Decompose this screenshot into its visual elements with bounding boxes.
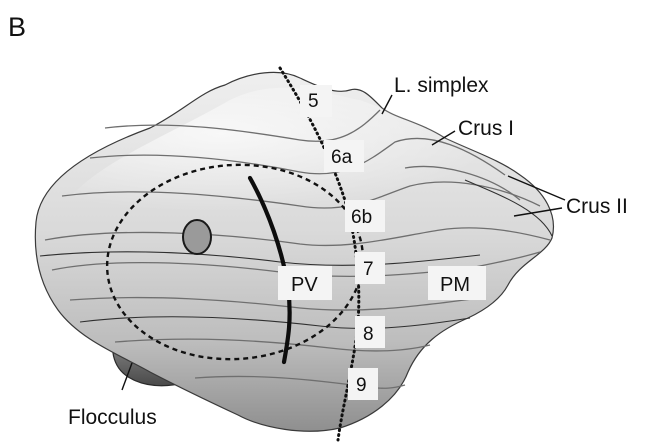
crus2-label: Crus II (566, 195, 628, 218)
lobule-6a-label: 6a (331, 147, 353, 168)
simplex-label: L. simplex (394, 74, 489, 97)
lobule-5-label: 5 (308, 91, 319, 112)
lobule-6b-label: 6b (351, 207, 372, 228)
lobule-8-label: 8 (363, 324, 374, 345)
lobule-9-label: 9 (356, 375, 367, 396)
recording-site-marker (183, 220, 211, 254)
flocculus-label: Flocculus (68, 406, 157, 429)
pv-label: PV (291, 274, 318, 296)
pm-label: PM (440, 274, 470, 296)
panel-label: B (8, 12, 26, 42)
crus1-label: Crus I (458, 117, 514, 140)
lobule-7-label: 7 (363, 259, 374, 280)
